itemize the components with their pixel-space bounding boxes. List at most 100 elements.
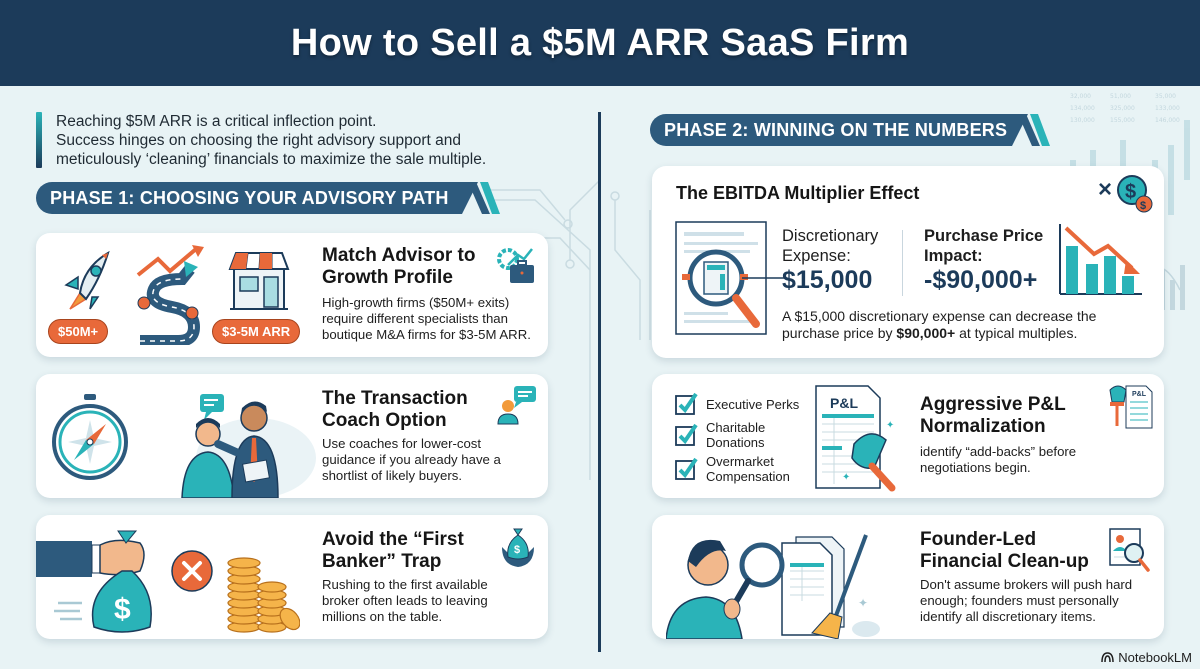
brand-label: NotebookLM [1118, 650, 1192, 665]
expense-label: Discretionary Expense: [782, 226, 878, 266]
phase-2-banner: PHASE 2: WINNING ON THE NUMBERS [650, 114, 1028, 146]
ebitda-inner-divider [902, 230, 903, 296]
svg-text:$: $ [514, 544, 520, 556]
desc-line: boutique M&A firms for $3-5M ARR. [322, 327, 531, 342]
desc-line: Rushing to the first available [322, 577, 488, 592]
phase-2-label: PHASE 2: WINNING ON THE NUMBERS [664, 119, 1008, 140]
desc-bold: $90,000+ [896, 325, 956, 341]
impact-value: -$90,000+ [924, 266, 1038, 294]
title-line: Coach Option [322, 410, 447, 431]
desc-line: guidance if you already have a [322, 452, 501, 467]
svg-text:P&L: P&L [830, 395, 858, 411]
svg-text:325,000: 325,000 [1110, 105, 1135, 112]
checkbox-checked-icon [675, 392, 698, 415]
storefront-icon [228, 252, 290, 310]
svg-text:32,000: 32,000 [1070, 93, 1091, 100]
expense-value: $15,000 [782, 266, 873, 294]
desc-line: enough; founders must personally [920, 593, 1119, 608]
phase-1-label: PHASE 1: CHOOSING YOUR ADVISORY PATH [50, 187, 449, 208]
phase-1-banner: PHASE 1: CHOOSING YOUR ADVISORY PATH [36, 182, 478, 214]
desc-line: Don't assume brokers will push hard [920, 577, 1133, 592]
checklist-label: Executive Perks [706, 396, 800, 412]
coin-stacks-icon [227, 557, 300, 633]
svg-text:✦: ✦ [842, 472, 850, 483]
card-ebitda-multiplier: The EBITDA Multiplier Effect × $ $ Discr… [652, 166, 1164, 358]
intro-accent-bar [36, 112, 42, 168]
intro-text: Reaching $5M ARR is a critical inflectio… [56, 112, 486, 169]
coach-people-icon [181, 394, 316, 498]
intro-line-2: Success hinges on choosing the right adv… [56, 132, 461, 149]
desc-line: millions on the table. [322, 609, 443, 624]
label-line: Charitable [706, 420, 766, 435]
compass-icon [52, 394, 128, 480]
desc-line: identify “add-backs” before [920, 444, 1077, 459]
title-line: Founder-Led [920, 529, 1037, 550]
card-title: The Transaction Coach Option [322, 388, 468, 432]
card-transaction-coach: The Transaction Coach Option Use coaches… [36, 374, 548, 498]
person-chat-icon [497, 386, 536, 425]
card-match-advisor: $50M+ $3-5M ARR Match Advisor to Growth … [36, 233, 548, 357]
svg-text:✦: ✦ [886, 420, 894, 431]
desc-line: High-growth firms ($50M+ exits) [322, 295, 510, 310]
desc-line: require different specialists than [322, 311, 508, 326]
svg-text:$: $ [1140, 200, 1146, 212]
label-line: Impact: [924, 247, 983, 265]
ebitda-title: The EBITDA Multiplier Effect [676, 183, 920, 203]
checkbox-checked-icon [675, 423, 698, 446]
dollar-coins-icon: $ $ [1117, 175, 1153, 213]
title-line: Normalization [920, 416, 1046, 437]
desc-text: at typical multiples. [955, 325, 1078, 341]
gear-briefcase-icon [497, 248, 534, 283]
pill-50m-plus: $50M+ [48, 319, 109, 344]
svg-text:134,000: 134,000 [1070, 105, 1095, 112]
page-title: How to Sell a $5M ARR SaaS Firm [290, 21, 910, 64]
card-first-banker-trap: $ Avoid the “First Banker” Trap $ Rushin… [36, 515, 548, 639]
desc-line: A $15,000 discretionary expense can decr… [782, 308, 1097, 324]
page-header: How to Sell a $5M ARR SaaS Firm [0, 0, 1200, 86]
svg-text:$: $ [114, 593, 131, 626]
desc-line: identify all discretionary items. [920, 609, 1096, 624]
money-bag-hand-icon: $ [36, 530, 152, 633]
desc-line: broker often leads to leaving [322, 593, 488, 608]
winding-road-icon [136, 245, 204, 345]
svg-text:146,000: 146,000 [1155, 117, 1180, 124]
svg-text:P&L: P&L [1132, 391, 1147, 398]
card-founder-cleanup: ✦ Founder-Led Financial Clean-up Don't a… [652, 515, 1164, 639]
svg-text:130,000: 130,000 [1070, 117, 1095, 124]
brush-pl-mini-icon: P&L [1109, 385, 1153, 429]
label-line: Purchase Price [924, 227, 1044, 245]
notebooklm-watermark: NotebookLM [1101, 650, 1192, 665]
phase-1-stripes-icon [468, 182, 500, 214]
card-description: identify “add-backs” before negotiations… [920, 444, 1076, 476]
label-line: Discretionary [782, 227, 879, 245]
founder-magnifier-broom-icon: ✦ [666, 534, 880, 639]
column-divider [598, 112, 601, 652]
label-line: Overmarket [706, 454, 774, 469]
phase-2-stripes-icon [1018, 114, 1050, 146]
title-line: Match Advisor to [322, 245, 476, 266]
intro-line-1: Reaching $5M ARR is a critical inflectio… [56, 113, 377, 130]
title-line: Avoid the “First [322, 529, 464, 550]
rocket-icon [64, 250, 110, 310]
x-circle-icon [171, 550, 213, 592]
ebitda-description: A $15,000 discretionary expense can decr… [782, 308, 1096, 342]
label-line: Compensation [706, 469, 790, 484]
label-line: Donations [706, 435, 765, 450]
document-magnifier-icon [675, 221, 786, 335]
desc-line: shortlist of likely buyers. [322, 468, 462, 483]
title-line: Banker” Trap [322, 551, 442, 572]
card-title: Match Advisor to Growth Profile [322, 245, 475, 289]
intro-block: Reaching $5M ARR is a critical inflectio… [36, 112, 566, 169]
card-description: Don't assume brokers will push hard enou… [920, 577, 1132, 625]
svg-text:51,000: 51,000 [1110, 93, 1131, 100]
card-title: Founder-Led Financial Clean-up [920, 529, 1089, 573]
svg-text:155,000: 155,000 [1110, 117, 1135, 124]
card-description: High-growth firms ($50M+ exits) require … [322, 295, 531, 343]
svg-text:✦: ✦ [858, 596, 868, 610]
desc-line: negotiations begin. [920, 460, 1031, 475]
intro-line-3: meticulously ‘cleaning’ financials to ma… [56, 151, 487, 168]
